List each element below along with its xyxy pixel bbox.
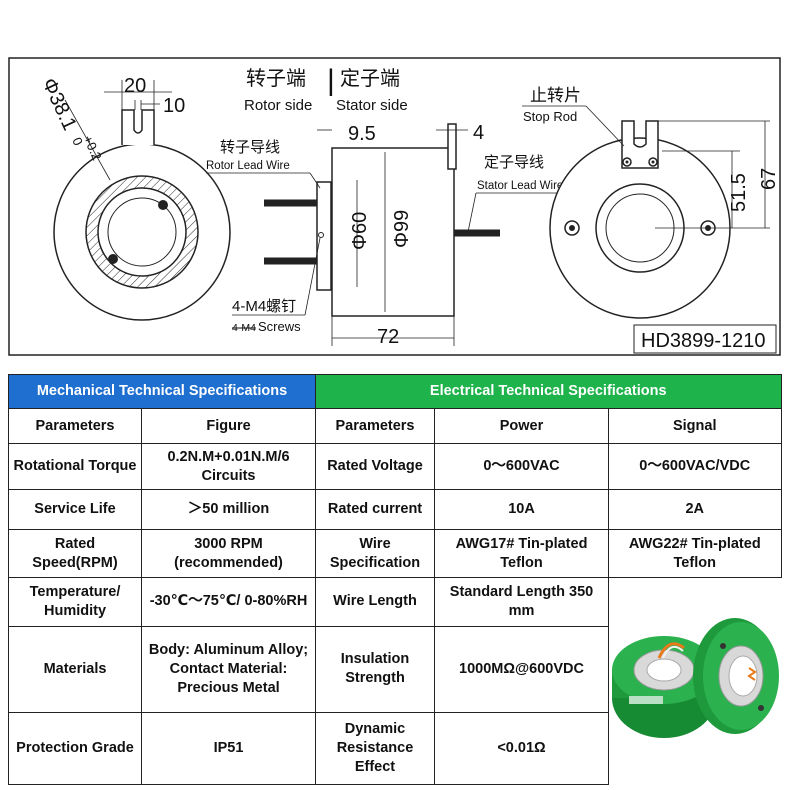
figure-cell: 3000 RPM (recommended) (141, 529, 316, 578)
side-view: 转子端 | 定子端 Rotor side Stator side 9.5 4 Φ… (206, 64, 566, 348)
table-row: Rated Speed(RPM) 3000 RPM (recommended) … (8, 529, 782, 578)
signal-cell: 2A (608, 489, 782, 530)
table-row: Temperature/ Humidity -30℃～75℃/ 0-80%RH … (8, 577, 781, 784)
drawing-frame (8, 57, 781, 356)
stop-rod-cn: 止转片 (530, 86, 581, 105)
col-header-signal: Signal (608, 408, 782, 444)
dim-72: 72 (377, 326, 399, 348)
power-cell: Standard Length 350 mm (434, 577, 609, 627)
power-cell: 0～600VAC (434, 443, 609, 490)
param-cell: Wire Length (315, 577, 435, 627)
stator-lead-cn: 定子导线 (484, 154, 544, 171)
screw-icon (564, 220, 580, 236)
model-number: HD3899-1210 (641, 330, 766, 352)
dim-10: 10 (163, 95, 185, 117)
dim-20: 20 (124, 75, 146, 97)
screws-prefix: 4-M4 (232, 322, 256, 334)
table-row: Protection Grade IP51 Dynamic Resistance… (8, 711, 782, 785)
dim-9-5: 9.5 (348, 123, 376, 145)
dim-diameter-60: Φ60 (349, 212, 371, 250)
product-photo-cell (608, 577, 781, 784)
engineering-drawing: 20 10 Φ38.1 +0.2 0 转子端 | 定子端 Rotor side … (8, 57, 781, 356)
electrical-spec-header: Electrical Technical Specifications (315, 374, 782, 409)
dim-4: 4 (473, 122, 484, 144)
table-row: Service Life ＞50 million Rated current 1… (8, 489, 782, 530)
dim-67: 67 (758, 168, 780, 190)
table-row: Materials Body: Aluminum Alloy; Contact … (8, 625, 782, 713)
col-header-parameters: Parameters (8, 408, 142, 444)
side-divider: | (327, 64, 335, 97)
stop-rod-en: Stop Rod (523, 109, 577, 124)
stator-side-cn: 定子端 (340, 67, 400, 90)
signal-cell: AWG22# Tin-plated Teflon (608, 529, 782, 578)
figure-cell: Body: Aluminum Alloy; Contact Material: … (141, 625, 316, 713)
spec-table: Mechanical Technical Specifications Elec… (8, 374, 782, 785)
rotor-side-en: Rotor side (244, 97, 312, 114)
param-cell: Insulation Strength (315, 625, 435, 713)
stator-side-en: Stator side (336, 97, 408, 114)
table-row: Rotational Torque 0.2N.M+0.01N.M/6 Circu… (8, 443, 782, 490)
param-cell: Service Life (8, 489, 142, 530)
param-cell: Rated Speed(RPM) (8, 529, 142, 578)
param-cell: Wire Specification (315, 529, 435, 578)
rotor-side-cn: 转子端 (246, 67, 306, 90)
power-cell: 10A (434, 489, 609, 530)
rotor-lead-cn: 转子导线 (220, 139, 280, 156)
param-cell: Dynamic Resistance Effect (315, 711, 435, 785)
screw-icon (158, 200, 168, 210)
screws-en: Screws (258, 319, 301, 334)
figure-cell: -30℃～75℃/ 0-80%RH (141, 577, 316, 627)
rotor-end-view: 20 10 Φ38.1 +0.2 0 (37, 75, 231, 321)
figure-cell: IP51 (141, 711, 316, 785)
param-cell: Rated Voltage (315, 443, 435, 490)
col-header-parameters-2: Parameters (315, 408, 435, 444)
screw-icon (108, 254, 118, 264)
mechanical-spec-header: Mechanical Technical Specifications (8, 374, 316, 409)
dim-51-5: 51.5 (728, 173, 750, 212)
power-cell: 1000MΩ@600VDC (434, 625, 609, 713)
dim-diameter-38: Φ38.1 (37, 75, 80, 134)
rotor-lead-en: Rotor Lead Wire (206, 160, 290, 172)
param-cell: Rotational Torque (8, 443, 142, 490)
stator-lead-en: Stator Lead Wire (477, 180, 563, 192)
power-cell: <0.01Ω (434, 711, 609, 785)
param-cell: Protection Grade (8, 711, 142, 785)
product-photo (612, 618, 779, 738)
stator-end-view: 51.5 67 止转片 Stop Rod HD3899-1210 (522, 86, 780, 354)
col-header-power: Power (434, 408, 609, 444)
param-cell: Materials (8, 625, 142, 713)
dim-diameter-99: Φ99 (391, 210, 413, 248)
col-header-figure: Figure (141, 408, 316, 444)
power-cell: AWG17# Tin-plated Teflon (434, 529, 609, 578)
figure-cell: ＞50 million (141, 489, 316, 530)
param-cell: Rated current (315, 489, 435, 530)
param-cell: Temperature/ Humidity (8, 577, 142, 627)
signal-cell: 0～600VAC/VDC (608, 443, 782, 490)
figure-cell: 0.2N.M+0.01N.M/6 Circuits (141, 443, 316, 490)
screws-cn: 4-M4螺钉 (232, 298, 296, 315)
